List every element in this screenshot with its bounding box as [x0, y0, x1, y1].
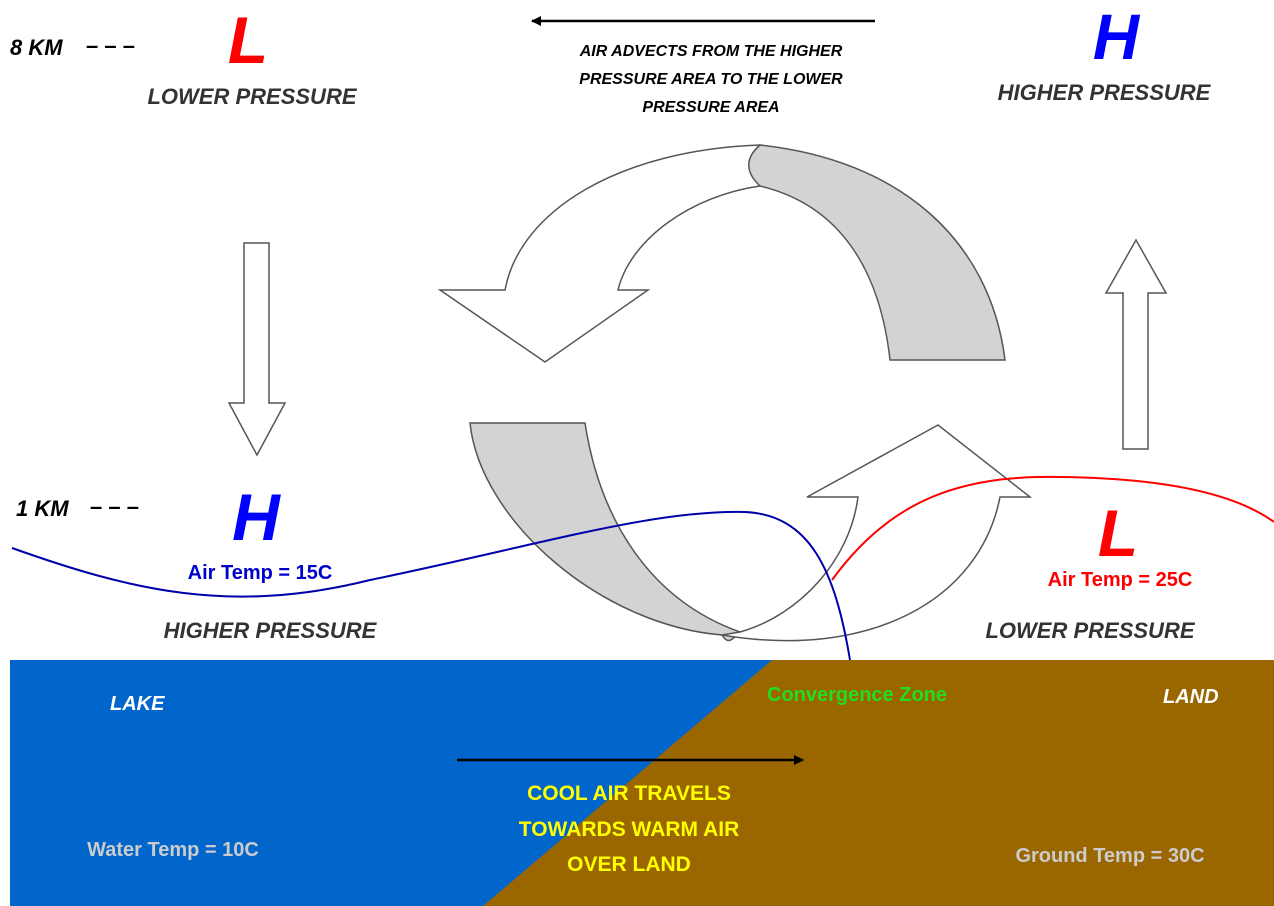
- cool-air-note-line-2: TOWARDS WARM AIR: [519, 818, 740, 841]
- upper-low-pressure-letter: L: [228, 3, 268, 77]
- altitude-8km-dashes: – – –: [86, 33, 135, 58]
- altitude-8km-label: 8 KM: [10, 35, 63, 60]
- cool-air-note-line-3: OVER LAND: [567, 853, 691, 876]
- warm-air-mass-line: [831, 475, 1274, 581]
- surface-high-pressure-label: HIGHER PRESSURE: [164, 618, 378, 643]
- circulation-upper-shaded-band: [748, 144, 1006, 361]
- cool-air-mass-line: [11, 510, 851, 661]
- water-temp-label: Water Temp = 10C: [87, 839, 259, 861]
- convergence-zone-label: Convergence Zone: [767, 684, 947, 706]
- surface-low-pressure-letter: L: [1098, 496, 1138, 570]
- lake-air-temp: Air Temp = 15C: [188, 562, 333, 584]
- land-air-temp: Air Temp = 25C: [1048, 569, 1193, 591]
- land-label: LAND: [1163, 686, 1219, 708]
- advection-note-line-3: PRESSURE AREA: [642, 99, 779, 116]
- upper-low-pressure-label: LOWER PRESSURE: [147, 84, 357, 109]
- circulation-lower-shaded-band: [469, 422, 742, 642]
- ground-temp-label: Ground Temp = 30C: [1015, 845, 1204, 867]
- altitude-1km-dashes: – – –: [90, 494, 139, 519]
- upper-high-pressure-letter: H: [1093, 1, 1141, 73]
- upper-high-pressure-label: HIGHER PRESSURE: [998, 80, 1212, 105]
- cool-air-note-line-1: COOL AIR TRAVELS: [527, 782, 731, 805]
- advection-note-line-1: AIR ADVECTS FROM THE HIGHER: [579, 43, 843, 60]
- land-surface: [483, 660, 1274, 906]
- surface-high-pressure-letter: H: [232, 480, 281, 554]
- circulation-upper-white-arrow: [437, 144, 761, 363]
- surface-low-pressure-label: LOWER PRESSURE: [985, 618, 1195, 643]
- sinking-air-arrow: [227, 242, 287, 457]
- lake-label: LAKE: [110, 693, 165, 715]
- altitude-1km-label: 1 KM: [16, 496, 69, 521]
- advection-note-line-2: PRESSURE AREA TO THE LOWER: [579, 71, 843, 88]
- rising-air-arrow: [1104, 238, 1168, 450]
